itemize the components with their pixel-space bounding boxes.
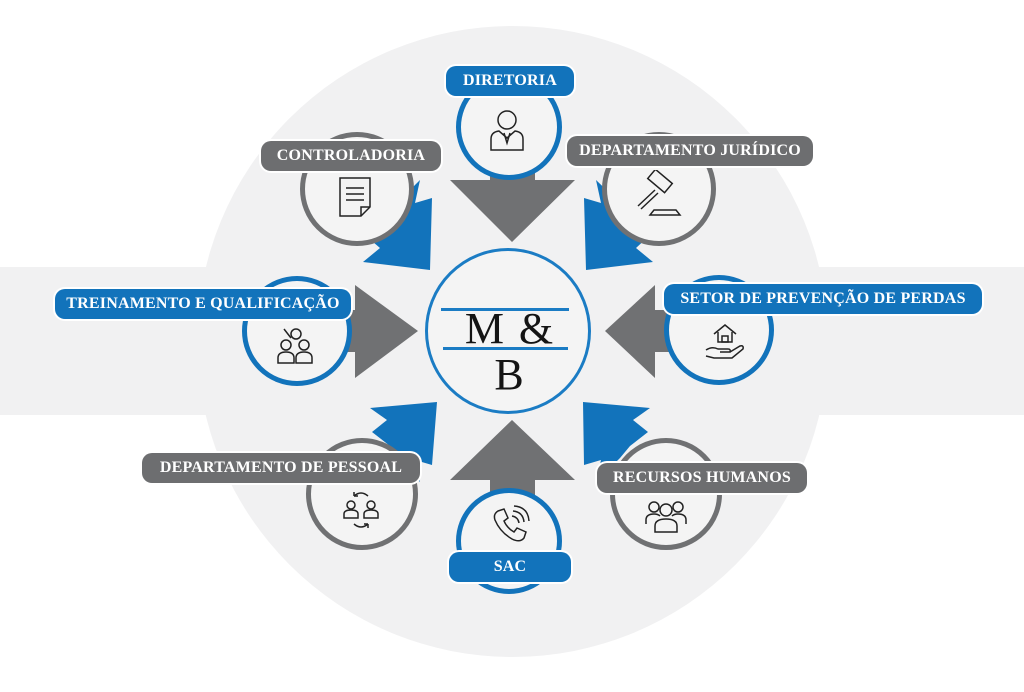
gavel-icon bbox=[637, 170, 682, 216]
teaching-group-icon bbox=[277, 328, 313, 364]
label-departamento-juridico: DEPARTAMENTO JURÍDICO bbox=[567, 136, 813, 166]
group-people-icon bbox=[645, 501, 687, 533]
arrow-treinamento bbox=[330, 285, 418, 378]
label-departamento-pessoal: DEPARTAMENTO DE PESSOAL bbox=[142, 453, 420, 483]
center-hub bbox=[425, 248, 591, 414]
arrow-sac bbox=[450, 420, 575, 510]
label-recursos-humanos: RECURSOS HUMANOS bbox=[597, 463, 807, 493]
logo-text: M & B bbox=[464, 304, 556, 399]
label-diretoria: DIRETORIA bbox=[446, 66, 574, 96]
arrow-pessoal bbox=[370, 402, 437, 482]
label-sac: SAC bbox=[449, 552, 571, 582]
document-icon bbox=[339, 177, 371, 217]
label-setor-prevencao-perdas: SETOR DE PREVENÇÃO DE PERDAS bbox=[664, 284, 982, 314]
phone-ringing-icon bbox=[493, 505, 530, 542]
label-controladoria: CONTROLADORIA bbox=[261, 141, 441, 171]
logo-bottom-line bbox=[443, 347, 568, 350]
house-in-hand-icon bbox=[705, 324, 744, 359]
arrow-recursos bbox=[583, 402, 650, 482]
people-exchange-icon bbox=[343, 492, 379, 528]
label-treinamento-qualificacao: TREINAMENTO E QUALIFICAÇÃO bbox=[55, 289, 351, 319]
arrow-diretoria bbox=[450, 150, 575, 242]
logo-top-line bbox=[441, 308, 569, 311]
executive-person-icon bbox=[490, 110, 524, 151]
arrow-prevencao bbox=[605, 285, 690, 378]
